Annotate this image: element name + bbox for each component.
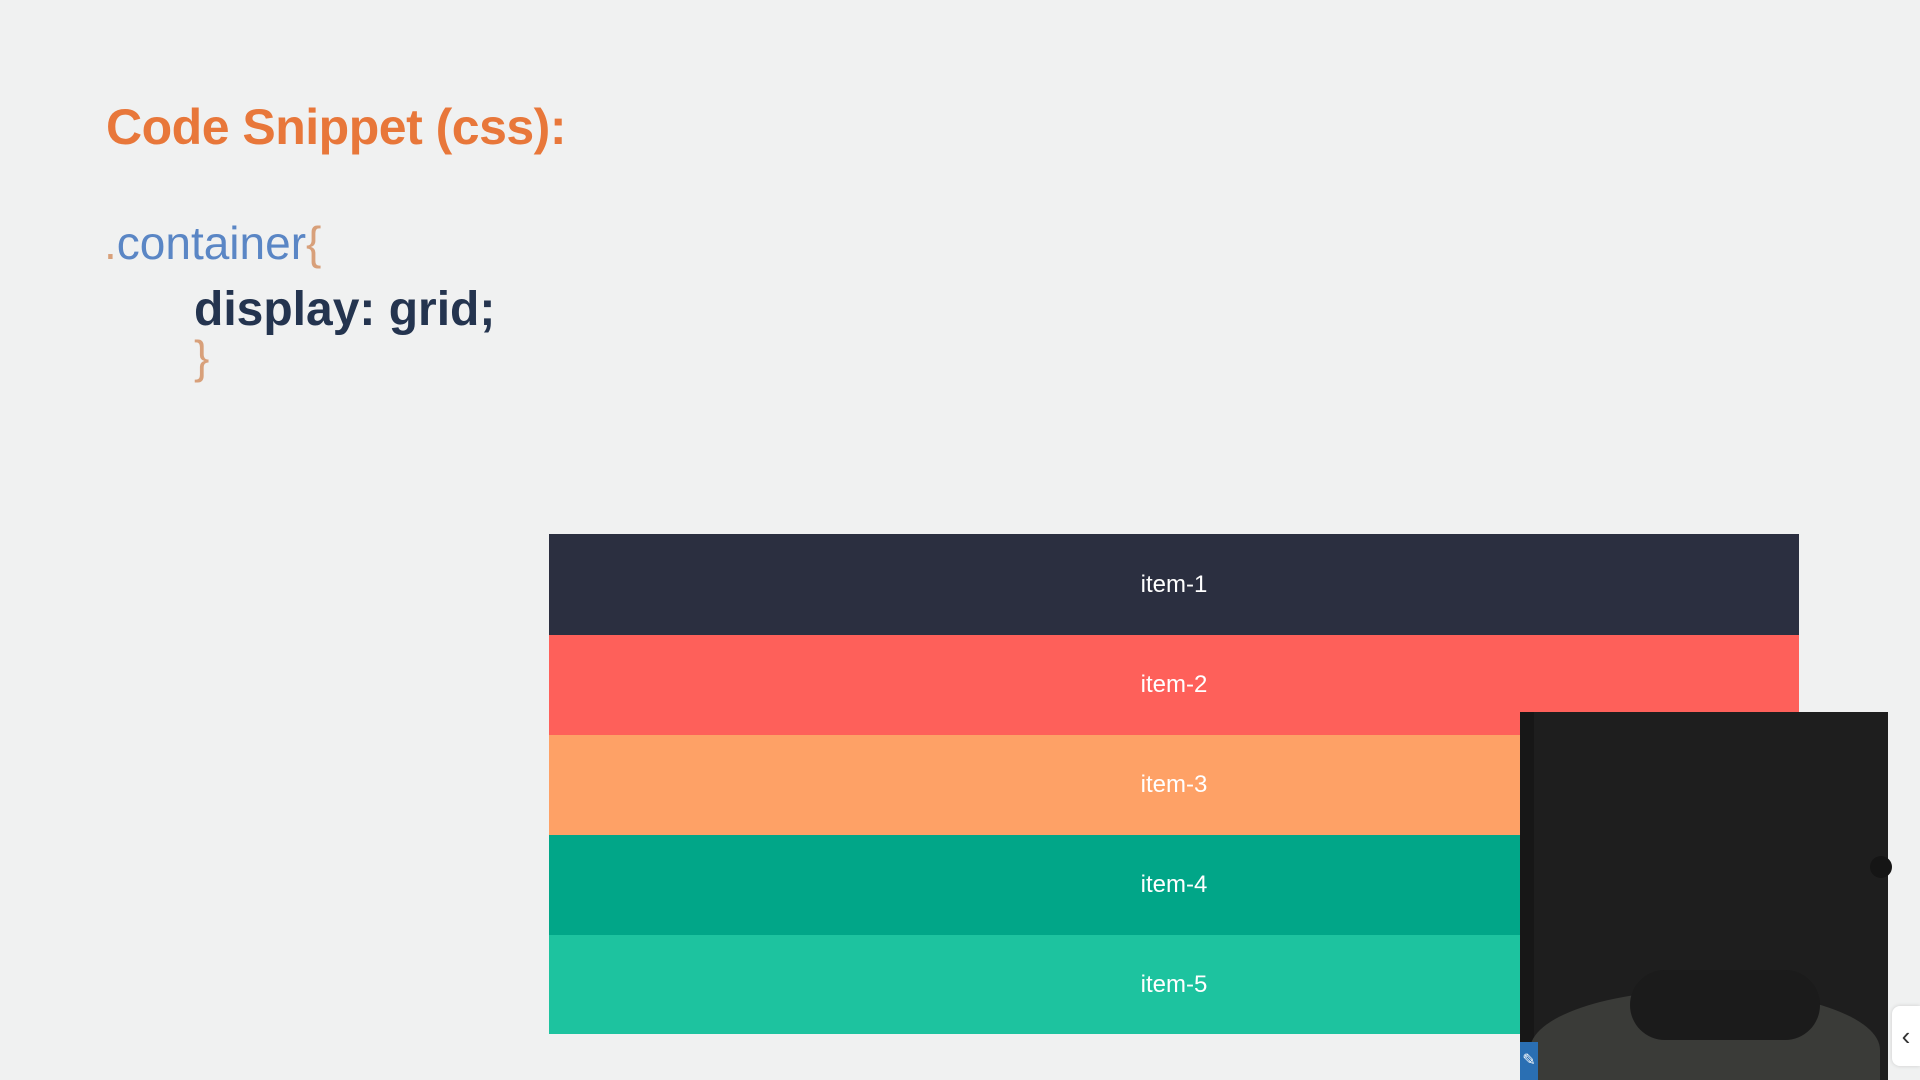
grid-item-label: item-4 bbox=[1140, 871, 1208, 898]
webcam-edge bbox=[1520, 712, 1534, 1080]
collapse-panel-button[interactable]: ‹ bbox=[1892, 1006, 1920, 1066]
chevron-left-icon: ‹ bbox=[1901, 1020, 1911, 1051]
grid-item-label: item-3 bbox=[1140, 771, 1208, 798]
webcam-overlay: ✎ bbox=[1520, 712, 1888, 1080]
grid-item-label: item-1 bbox=[1140, 570, 1208, 598]
presenter-head bbox=[1630, 970, 1820, 1040]
code-selector-line: .container{ bbox=[104, 216, 321, 270]
selector-dot: . bbox=[104, 217, 117, 269]
webcam-dot bbox=[1870, 856, 1892, 878]
grid-item-label: item-2 bbox=[1140, 671, 1208, 698]
edit-icon[interactable]: ✎ bbox=[1520, 1042, 1538, 1080]
grid-item-label: item-5 bbox=[1140, 970, 1208, 998]
snippet-heading: Code Snippet (css): bbox=[106, 99, 566, 155]
open-brace: { bbox=[306, 217, 322, 269]
grid-item-1: item-1 bbox=[549, 534, 1799, 635]
close-brace: } bbox=[194, 331, 210, 383]
selector-name: container bbox=[116, 217, 307, 269]
code-declaration: display: grid; bbox=[194, 283, 496, 336]
